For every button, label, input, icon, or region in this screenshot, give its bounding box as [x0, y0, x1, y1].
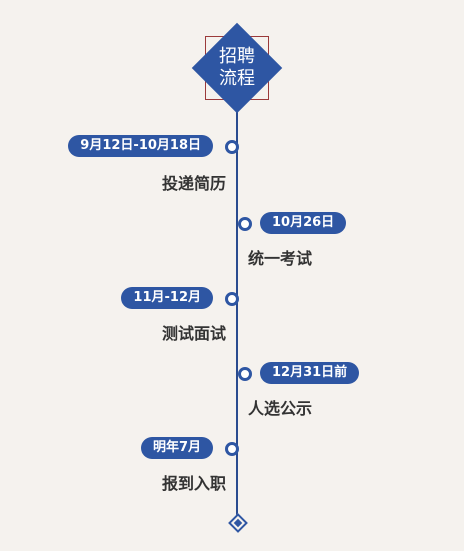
header-title: 招聘 流程 [205, 36, 269, 100]
step-5-date-pill: 明年7月 [140, 437, 213, 459]
step-1-label: 投递简历 [161, 174, 226, 193]
step-2-node-dot [238, 217, 252, 231]
step-3-date-pill: 11月-12月 [121, 287, 213, 309]
step-4-date-pill: 12月31日前 [260, 362, 360, 384]
header-title-line1: 招聘 [219, 46, 255, 67]
step-2-label: 统一考试 [248, 249, 313, 268]
step-3-label: 测试面试 [161, 324, 226, 343]
step-4-node-dot [238, 367, 252, 381]
timeline-line [236, 96, 238, 524]
step-1-node-dot [225, 140, 239, 154]
step-3-node-dot [225, 292, 239, 306]
step-1-date-pill: 9月12日-10月18日 [68, 135, 213, 157]
header-title-line2: 流程 [219, 68, 255, 89]
step-5-label: 报到入职 [161, 474, 226, 493]
step-2-date-pill: 10月26日 [260, 212, 347, 234]
step-4-label: 人选公示 [248, 399, 313, 418]
step-5-node-dot [225, 442, 239, 456]
